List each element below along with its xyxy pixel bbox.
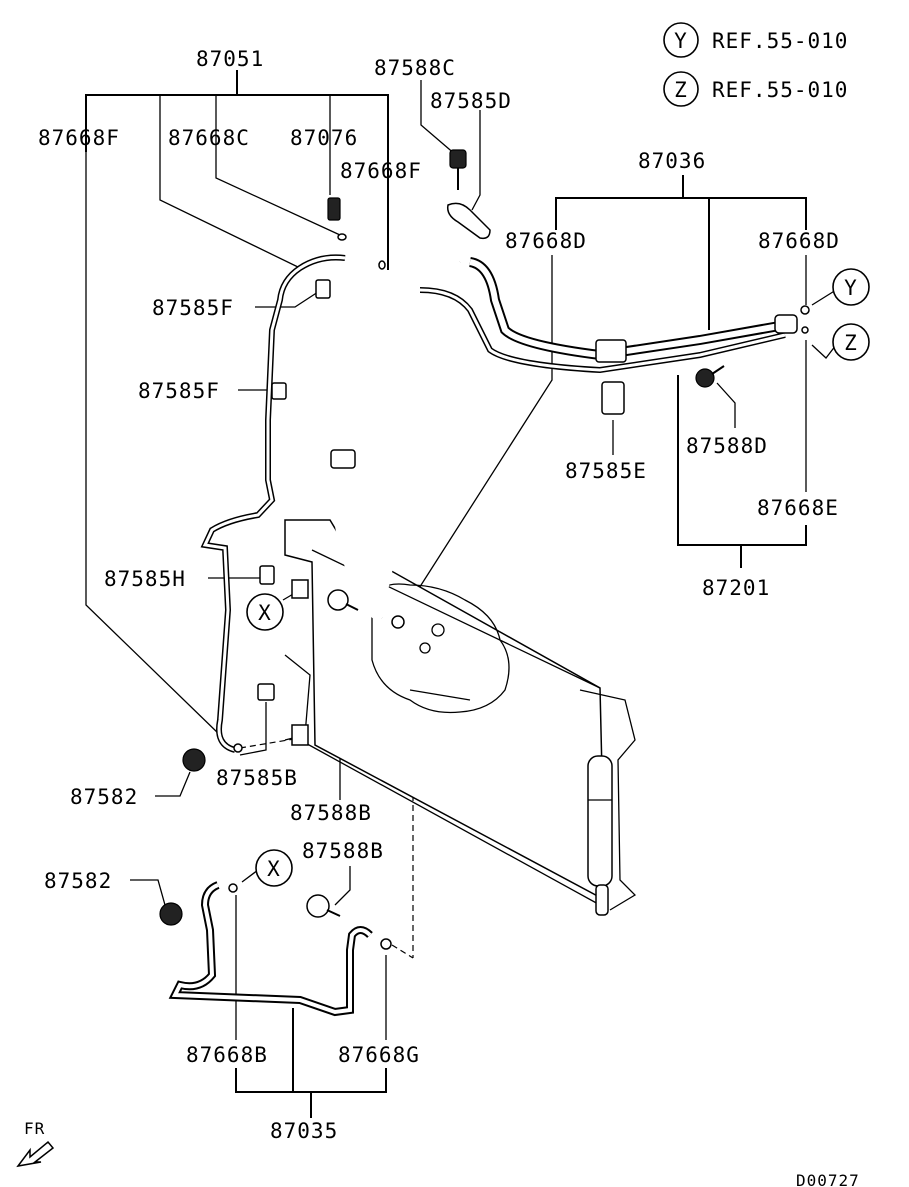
front-arrow-icon (16, 1140, 55, 1168)
label-87585e[interactable]: 87585E (565, 459, 647, 483)
label-87201[interactable]: 87201 (702, 576, 770, 600)
label-87668d-mid[interactable]: 87668D (505, 229, 587, 253)
label-87668e[interactable]: 87668E (757, 496, 839, 520)
diagram-code: D00727 (796, 1171, 860, 1187)
leader-lines (85, 70, 837, 1118)
condenser-assembly (284, 519, 637, 916)
ref-letter-z: Z (674, 78, 688, 102)
label-87588c[interactable]: 87588C (374, 56, 456, 80)
callout-markers: X X Y Z (246, 268, 870, 887)
footer: FR D00727 (16, 1119, 860, 1187)
marker-z: Z (844, 331, 858, 355)
label-87588b-top[interactable]: 87588B (290, 801, 372, 825)
ref-text-y[interactable]: REF.55-010 (712, 29, 848, 53)
label-87035[interactable]: 87035 (270, 1119, 338, 1143)
nut-87582-low (159, 902, 183, 926)
label-87588b-low[interactable]: 87588B (302, 839, 384, 863)
nut-87582-top (182, 748, 206, 772)
clamp-87585d (446, 202, 491, 240)
pipe-routes (168, 254, 798, 1017)
ref-circle-z (663, 71, 699, 107)
label-87036[interactable]: 87036 (638, 149, 706, 173)
label-87585d[interactable]: 87585D (430, 89, 512, 113)
ref-text-z[interactable]: REF.55-010 (712, 78, 848, 102)
bolt-87588c (449, 149, 467, 169)
label-87668f-left[interactable]: 87668F (38, 126, 120, 150)
marker-y: Y (844, 276, 858, 300)
label-87051[interactable]: 87051 (196, 47, 264, 71)
direction-label: FR (24, 1119, 45, 1138)
ref-letter-y: Y (674, 29, 688, 53)
ref-circle-y (663, 22, 699, 58)
label-87668b[interactable]: 87668B (186, 1043, 268, 1067)
label-87668g[interactable]: 87668G (338, 1043, 420, 1067)
label-87585h[interactable]: 87585H (104, 567, 186, 591)
marker-x-lower: X (267, 857, 281, 881)
label-87668d-right[interactable]: 87668D (758, 229, 840, 253)
part-labels: 87051 87588C 87585D 87668F 87668C 87076 … (38, 47, 840, 1143)
label-87076[interactable]: 87076 (290, 126, 358, 150)
receiver-drier (587, 755, 613, 887)
label-87585f-top[interactable]: 87585F (152, 296, 234, 320)
label-87668c[interactable]: 87668C (168, 126, 250, 150)
marker-x-upper: X (258, 601, 272, 625)
label-87582-low[interactable]: 87582 (44, 869, 112, 893)
valve-87076 (327, 197, 341, 221)
small-parts (159, 149, 810, 950)
label-87582-top[interactable]: 87582 (70, 785, 138, 809)
reference-legend: Y REF.55-010 Z REF.55-010 (663, 22, 848, 107)
clamp-87585e (601, 381, 625, 415)
label-87585f-low[interactable]: 87585F (138, 379, 220, 403)
label-87588d[interactable]: 87588D (686, 434, 768, 458)
compressor-body (371, 583, 510, 714)
bolt-87588d (695, 368, 715, 388)
label-87668f-mid[interactable]: 87668F (340, 159, 422, 183)
label-87585b[interactable]: 87585B (216, 766, 298, 790)
